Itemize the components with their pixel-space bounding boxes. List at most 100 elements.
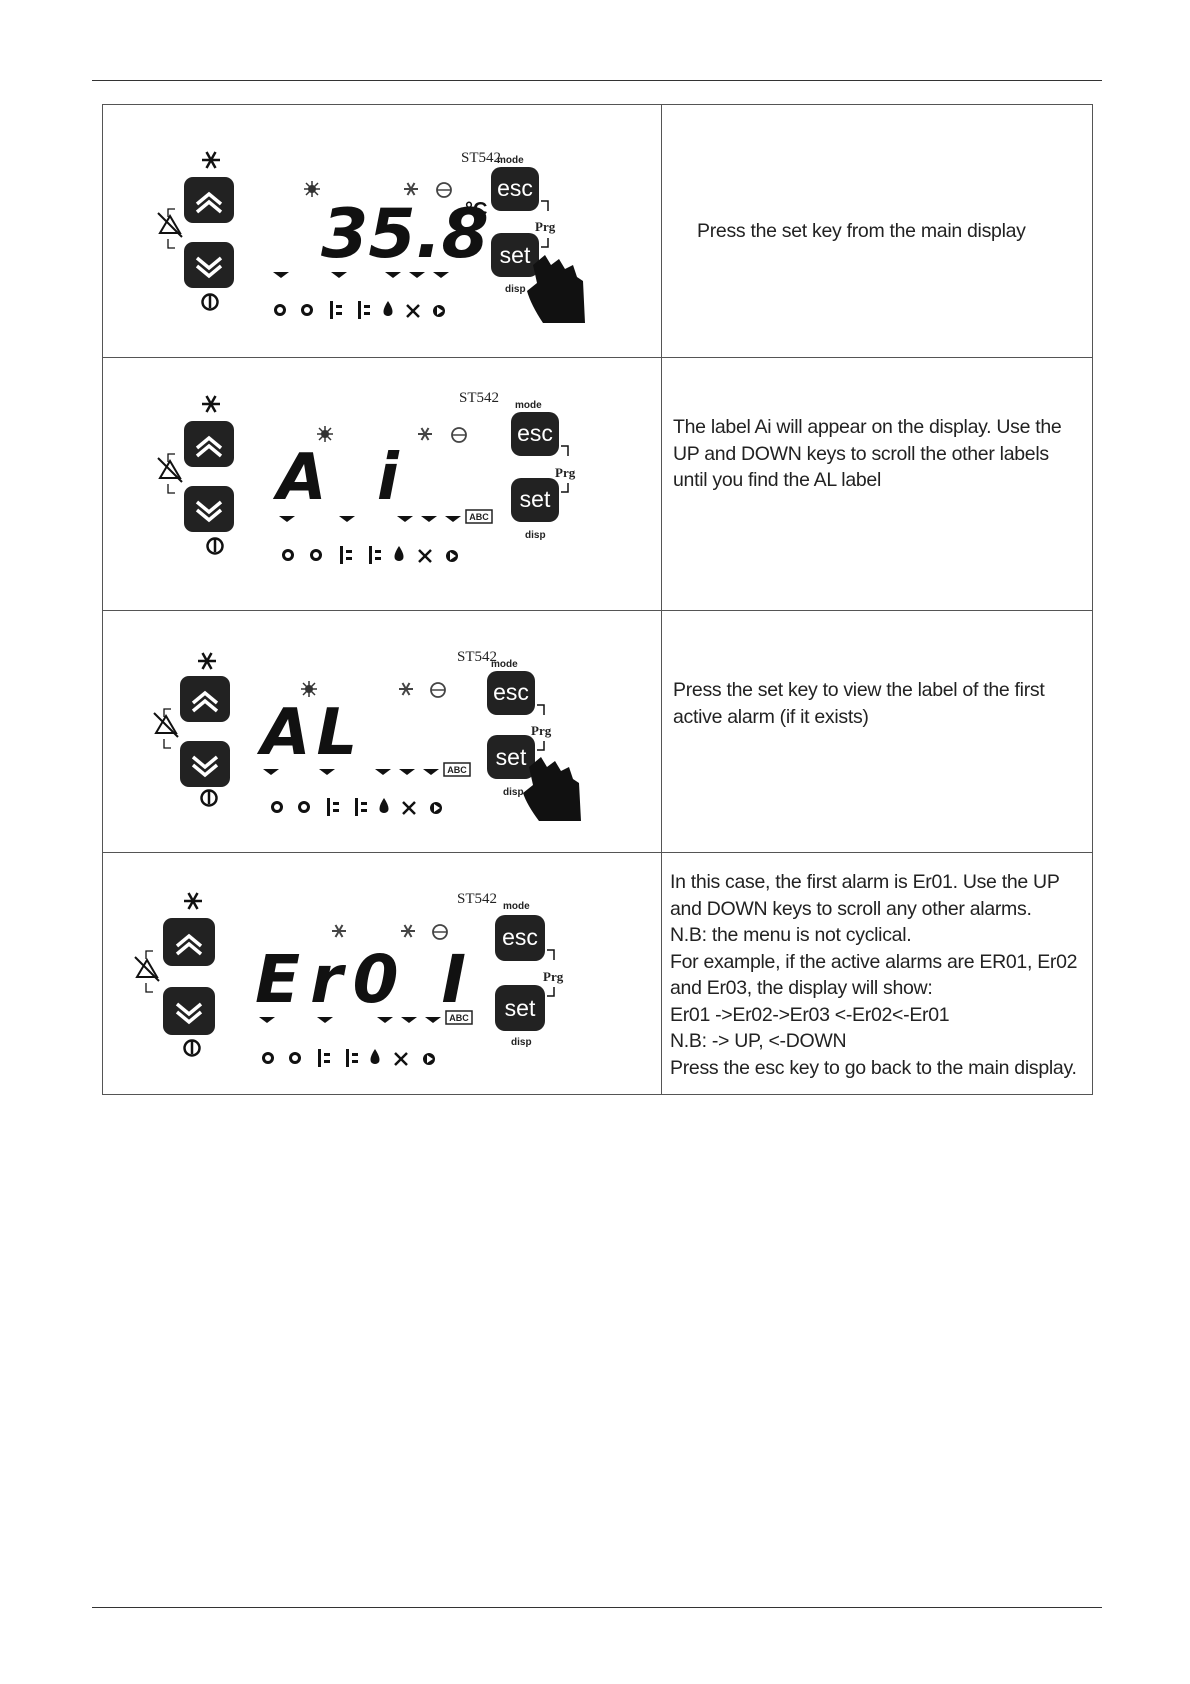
disp-label: disp [511, 1037, 532, 1048]
up-key[interactable] [184, 177, 234, 223]
compressor-icon [301, 304, 313, 316]
up-key[interactable] [180, 676, 230, 722]
light-icon [430, 802, 442, 814]
instruction-cell: Press the set key to view the label of t… [661, 610, 1093, 853]
instruction-cell: Press the set key from the main display [661, 104, 1093, 358]
display-cell: ST542 Er0 I ABC [102, 852, 662, 1095]
lcd-segment-marks [259, 1017, 441, 1023]
heater-icon [358, 301, 370, 319]
down-arrow-icon [175, 1002, 203, 1017]
set-key-label: set [500, 242, 531, 268]
disp-label: disp [525, 530, 546, 541]
display-cell: ST542 35.8 °C [102, 104, 662, 358]
fan-icon [402, 801, 416, 815]
heater-icon [318, 1049, 330, 1067]
esc-key[interactable]: esc [511, 412, 559, 456]
down-key[interactable] [184, 242, 234, 288]
mode-label: mode [497, 155, 524, 166]
display-cell: ST542 AL ABC [102, 610, 662, 853]
disp-label: disp [503, 787, 524, 798]
down-key[interactable] [184, 486, 234, 532]
heater-icon [327, 798, 339, 816]
instruction-cell: In this case, the first alarm is Er01. U… [661, 852, 1093, 1095]
defrost-icon [399, 682, 413, 696]
instruction-text: N.B: the menu is not cyclical. [670, 924, 912, 946]
heater-icon [369, 546, 381, 564]
up-arrow-icon [175, 933, 203, 948]
header-rule [92, 80, 1102, 81]
model-label: ST542 [461, 150, 501, 166]
prg-label: Prg [555, 465, 576, 480]
esc-key-label: esc [497, 175, 533, 201]
fan-icon [406, 304, 420, 318]
alarm-mute-icon [157, 453, 183, 494]
power-icon [206, 537, 224, 555]
abc-icon: ABC [445, 1010, 473, 1025]
snowflake-icon [198, 652, 216, 670]
sun-icon [317, 426, 333, 442]
instruction-text: Press the set key from the main display [697, 220, 1026, 242]
defrost-icon [418, 427, 432, 441]
compressor-icon [262, 1052, 274, 1064]
set-key[interactable]: set [487, 735, 535, 779]
clock-icon [432, 924, 448, 940]
set-key[interactable]: set [491, 233, 539, 277]
hand-pointer-icon [527, 255, 585, 323]
clock-icon [451, 427, 467, 443]
esc-key-label: esc [502, 924, 538, 950]
set-key[interactable]: set [511, 478, 559, 522]
clock-icon [430, 682, 446, 698]
step-row-2: ST542 A i ABC [102, 357, 1093, 611]
set-key[interactable]: set [495, 985, 545, 1031]
down-key[interactable] [180, 741, 230, 787]
instruction-text: Er01 ->Er02->Er03 <-Er02<-Er01 [670, 1003, 950, 1026]
esc-key[interactable]: esc [487, 671, 535, 715]
step-row-3: ST542 AL ABC [102, 610, 1093, 853]
controller-drawing: ST542 35.8 °C [157, 150, 585, 323]
down-key[interactable] [163, 987, 215, 1035]
esc-key[interactable]: esc [495, 915, 545, 961]
model-label: ST542 [459, 390, 499, 406]
instruction-text: In this case, the first alarm is Er01. U… [670, 871, 1060, 920]
instruction-cell: The label Ai will appear on the display.… [661, 357, 1093, 611]
power-icon [201, 293, 219, 311]
controller-drawing: ST542 A i ABC [157, 390, 576, 564]
power-icon [183, 1039, 201, 1057]
controller-panel: ST542 A i ABC [103, 358, 661, 608]
svg-text:ABC: ABC [469, 512, 489, 522]
heater-icon [340, 546, 352, 564]
esc-key-label: esc [493, 679, 529, 705]
up-key[interactable] [184, 421, 234, 467]
abc-icon: ABC [465, 509, 493, 524]
set-key-label: set [505, 995, 536, 1021]
down-arrow-icon [191, 755, 219, 770]
up-arrow-icon [195, 191, 223, 206]
model-label: ST542 [457, 891, 497, 907]
fan-icon [418, 549, 432, 563]
set-key-label: set [496, 744, 527, 770]
prg-label: Prg [531, 723, 552, 738]
step-row-1: ST542 35.8 °C [102, 104, 1093, 358]
sun-icon [304, 181, 320, 197]
up-key[interactable] [163, 918, 215, 966]
alarm-mute-icon [153, 708, 179, 749]
esc-key[interactable]: esc [491, 167, 539, 211]
instruction-text: N.B: -> UP, <-DOWN [670, 1030, 847, 1052]
instruction-text: For example, if the active alarms are ER… [670, 950, 1078, 1000]
compressor-icon [274, 304, 286, 316]
down-arrow-icon [195, 256, 223, 271]
power-icon [200, 789, 218, 807]
lcd-segment-marks [273, 272, 449, 278]
status-icons-row [271, 798, 442, 816]
lcd-segment-marks [263, 769, 439, 775]
disp-label: disp [505, 284, 526, 295]
defrost-icon [401, 924, 415, 938]
alarm-mute-icon [157, 208, 183, 249]
light-icon [446, 550, 458, 562]
sun-icon [301, 681, 317, 697]
lcd-segment-marks [279, 516, 461, 522]
compressor-icon [298, 801, 310, 813]
snowflake-icon [202, 151, 220, 169]
lcd-digits: AL [256, 696, 363, 770]
prg-label: Prg [543, 969, 564, 984]
